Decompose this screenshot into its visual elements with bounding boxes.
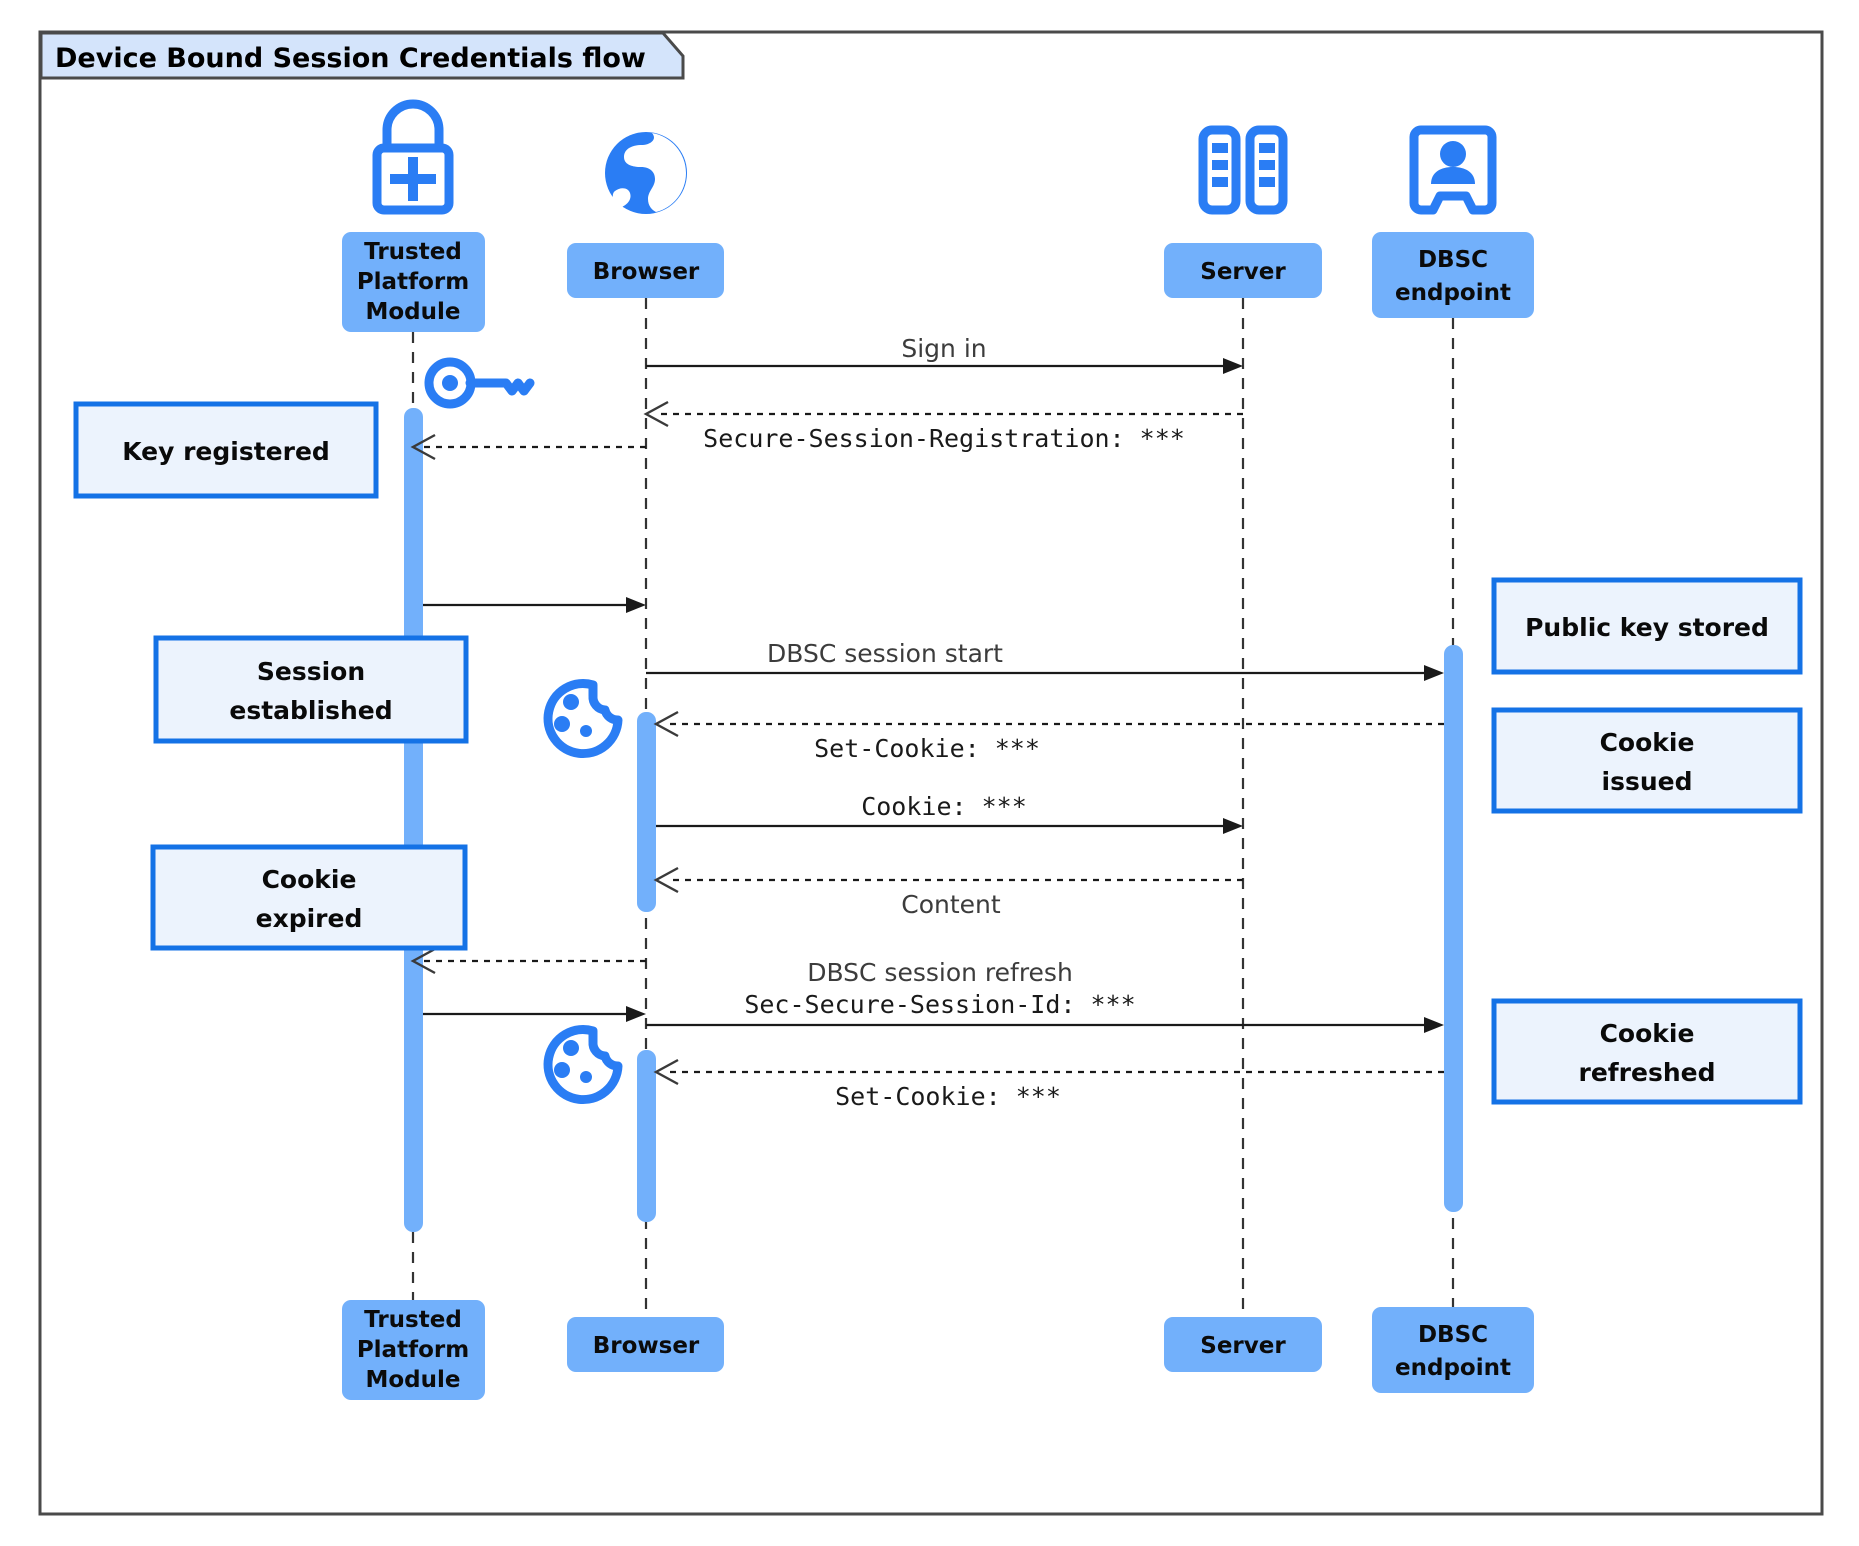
diagram-title-tab — [39, 31, 685, 80]
lock-plus-icon — [372, 99, 454, 215]
activation-bar-browser-1 — [637, 712, 656, 912]
message-set-cookie-1: Set-Cookie: *** — [653, 710, 1444, 763]
note-text-line: refreshed — [1579, 1058, 1716, 1087]
note-key-registered: Key registered — [73, 401, 379, 499]
message-dbsc-session-start: DBSC session start — [646, 639, 1444, 681]
message-cookie: Cookie: *** — [656, 792, 1243, 834]
participant-box — [1372, 1307, 1534, 1393]
message-dbsc-session-refresh: DBSC session refresh Sec-Secure-Session-… — [646, 958, 1444, 1033]
note-text-line: issued — [1602, 767, 1693, 796]
arrowhead — [653, 866, 679, 894]
key-icon — [424, 357, 535, 409]
message-label: Secure-Session-Registration: *** — [703, 424, 1185, 453]
message-tpm-to-browser-refresh — [423, 1006, 646, 1022]
note-text-line: Cookie — [262, 865, 357, 894]
participant-label-line: Server — [1200, 1333, 1286, 1359]
participant-box — [1164, 243, 1322, 298]
participant-server-top[interactable]: Server — [1164, 243, 1322, 298]
message-label: DBSC session refresh — [807, 958, 1073, 987]
participant-tpm-top[interactable]: Trusted Platform Module — [342, 232, 485, 332]
participant-box — [567, 1317, 724, 1372]
participant-label-line: DBSC — [1418, 1322, 1488, 1348]
participant-browser-top[interactable]: Browser — [567, 243, 724, 298]
arrowhead — [626, 1006, 646, 1022]
arrowhead — [653, 710, 679, 738]
note-box — [1491, 998, 1803, 1105]
message-browser-to-tpm-register — [410, 433, 646, 461]
message-label: Sign in — [901, 334, 986, 363]
participant-label-line: Trusted — [364, 239, 462, 265]
message-label: Content — [901, 890, 1001, 919]
globe-icon — [605, 132, 687, 214]
participant-dbsc-top[interactable]: DBSC endpoint — [1372, 232, 1534, 318]
message-label: Set-Cookie: *** — [835, 1082, 1061, 1111]
note-text-line: expired — [256, 904, 363, 933]
note-text-line: Key registered — [122, 437, 330, 466]
note-cookie-issued: Cookie issued — [1491, 707, 1803, 814]
activation-bar-tpm — [404, 408, 423, 1232]
arrowhead — [1223, 818, 1243, 834]
participant-label-line: Browser — [593, 1333, 700, 1359]
participant-label-line: Browser — [593, 259, 700, 285]
arrowhead — [410, 947, 436, 975]
message-label: Set-Cookie: *** — [814, 734, 1040, 763]
cookie-icon — [543, 679, 623, 759]
participant-box — [1372, 232, 1534, 318]
note-box — [153, 635, 469, 744]
participant-box — [1164, 1317, 1322, 1372]
message-tpm-to-browser-key — [423, 597, 646, 613]
participant-label-line: Trusted — [364, 1307, 462, 1333]
message-sign-in: Sign in — [646, 334, 1243, 374]
participant-label-line: DBSC — [1418, 247, 1488, 273]
message-content: Content — [653, 866, 1243, 919]
participant-label-line: Module — [365, 299, 460, 325]
message-browser-to-tpm-refresh — [410, 947, 646, 975]
note-box — [150, 844, 468, 951]
participant-box — [567, 243, 724, 298]
note-box — [1491, 577, 1803, 675]
message-set-cookie-2: Set-Cookie: *** — [653, 1058, 1444, 1111]
participant-tpm-bottom[interactable]: Trusted Platform Module — [342, 1300, 485, 1400]
arrowhead — [1424, 665, 1444, 681]
note-box — [73, 401, 379, 499]
participant-label-line: endpoint — [1395, 1355, 1511, 1381]
participant-server-bottom[interactable]: Server — [1164, 1317, 1322, 1372]
arrowhead — [410, 433, 436, 461]
note-session-established: Session established — [153, 635, 469, 744]
arrowhead — [653, 1058, 679, 1086]
cookie-icon — [543, 1025, 623, 1105]
note-text-line: Session — [257, 657, 365, 686]
arrowhead — [1223, 358, 1243, 374]
arrowhead — [626, 597, 646, 613]
id-badge-icon — [1409, 125, 1497, 215]
activation-bar-browser-2 — [637, 1050, 656, 1222]
note-text-line: Cookie — [1600, 1019, 1695, 1048]
participant-label-line: Platform — [357, 1337, 469, 1363]
participant-label-line: Server — [1200, 259, 1286, 285]
message-label: DBSC session start — [767, 639, 1003, 668]
note-text-line: established — [229, 696, 392, 725]
message-label: Sec-Secure-Session-Id: *** — [744, 990, 1135, 1019]
server-rack-icon — [1198, 125, 1288, 215]
participant-dbsc-bottom[interactable]: DBSC endpoint — [1372, 1307, 1534, 1393]
page-title: Device Bound Session Credentials flow — [55, 43, 646, 74]
activation-bar-dbsc — [1444, 645, 1463, 1212]
note-box — [1491, 707, 1803, 814]
message-label: Cookie: *** — [861, 792, 1027, 821]
participant-label-line: Module — [365, 1367, 460, 1393]
participant-browser-bottom[interactable]: Browser — [567, 1317, 724, 1372]
note-text-line: Public key stored — [1525, 613, 1769, 642]
message-secure-session-registration: Secure-Session-Registration: *** — [643, 400, 1243, 453]
participant-box — [342, 1300, 485, 1400]
participant-label-line: Platform — [357, 269, 469, 295]
note-text-line: Cookie — [1600, 728, 1695, 757]
note-cookie-expired: Cookie expired — [150, 844, 468, 951]
participant-label-line: endpoint — [1395, 280, 1511, 306]
arrowhead — [1424, 1017, 1444, 1033]
participant-box — [342, 232, 485, 332]
note-cookie-refreshed: Cookie refreshed — [1491, 998, 1803, 1105]
arrowhead — [643, 400, 669, 428]
note-public-key-stored: Public key stored — [1491, 577, 1803, 675]
